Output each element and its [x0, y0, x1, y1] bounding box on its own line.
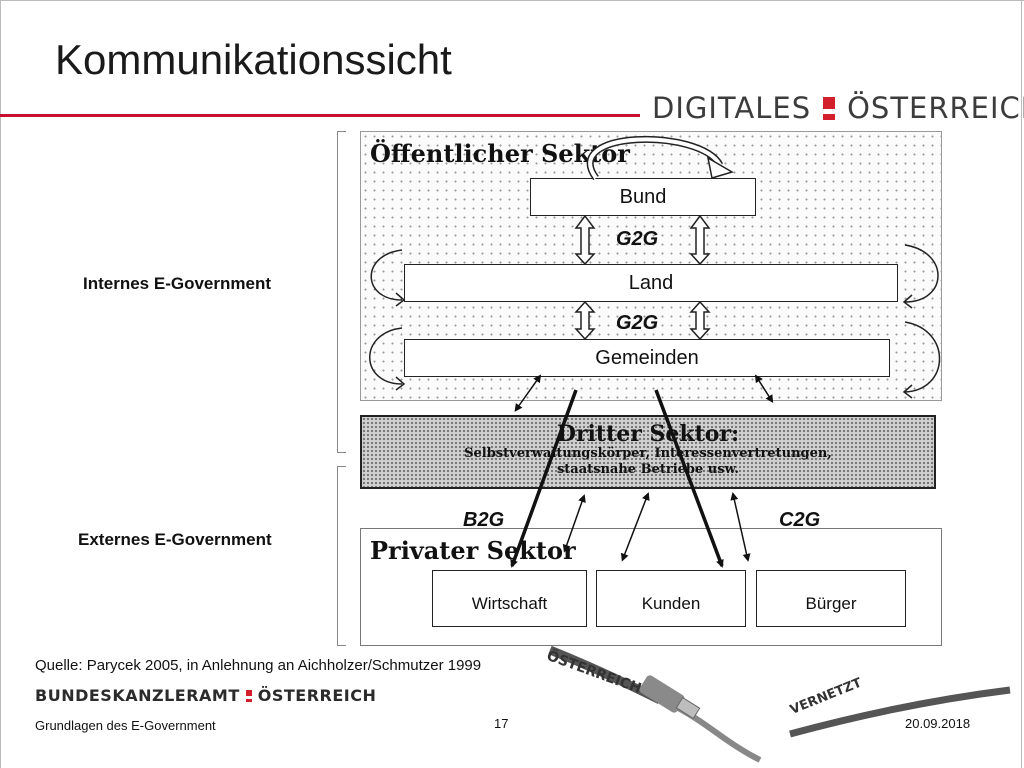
digitales-oesterreich-logo: DIGITALES ÖSTERREICH: [652, 88, 1024, 128]
external-bracket: [337, 466, 346, 646]
internal-bracket: [337, 131, 346, 453]
direct-connection-arrows: [510, 389, 724, 568]
side-loop-arrows: [369, 244, 941, 399]
level-gemeinden: Gemeinden: [404, 339, 890, 377]
third-sector-heading: Dritter Sektor:: [556, 421, 740, 447]
bund-loop-arrow: [586, 135, 734, 181]
source-citation: Quelle: Parycek 2005, in Anlehnung an Ai…: [35, 657, 482, 674]
box-kunden: Kunden: [596, 570, 746, 627]
title-underline: [0, 114, 640, 117]
logo-word-2: ÖSTERREICH: [847, 91, 1024, 125]
g2g-label-lower: G2G: [616, 312, 659, 334]
g2g-label-upper: G2G: [616, 228, 659, 250]
c2g-label: C2G: [779, 509, 821, 531]
logo-word-1: DIGITALES: [652, 91, 812, 125]
usb-cable-icon: [548, 645, 1011, 763]
bundeskanzleramt-logo: BUNDESKANZLERAMT ÖSTERREICH: [35, 686, 376, 705]
third-sector-line-2: staatsnahe Betriebe usw.: [556, 462, 739, 477]
slide-title: Kommunikationssicht: [55, 36, 452, 83]
footer-title: Grundlagen des E-Government: [35, 718, 216, 733]
bka-word-1: BUNDESKANZLERAMT: [35, 686, 240, 705]
b2g-label: B2G: [463, 509, 505, 531]
page-number: 17: [494, 716, 509, 731]
third-sector-box: Dritter Sektor: Selbstverwaltungskörper,…: [360, 415, 936, 489]
internal-egov-label: Internes E-Government: [83, 274, 271, 293]
bka-word-2: ÖSTERREICH: [257, 686, 377, 705]
box-buerger: Bürger: [756, 570, 906, 627]
hollow-vertical-arrows: [574, 214, 711, 341]
bka-mark-icon: [245, 689, 252, 702]
slide-right-border: [1021, 0, 1022, 768]
footer-date: 20.09.2018: [905, 716, 971, 731]
slide-top-border: [0, 0, 1024, 1]
slide-left-border: [0, 0, 1, 768]
external-egov-label: Externes E-Government: [78, 530, 272, 549]
level-land: Land: [404, 264, 898, 302]
sector-connection-arrows: [514, 374, 774, 562]
box-wirtschaft: Wirtschaft: [432, 570, 587, 627]
logo-mark-icon: [823, 96, 836, 120]
private-sector-heading: Privater Sektor: [370, 536, 576, 565]
level-bund: Bund: [530, 178, 756, 216]
